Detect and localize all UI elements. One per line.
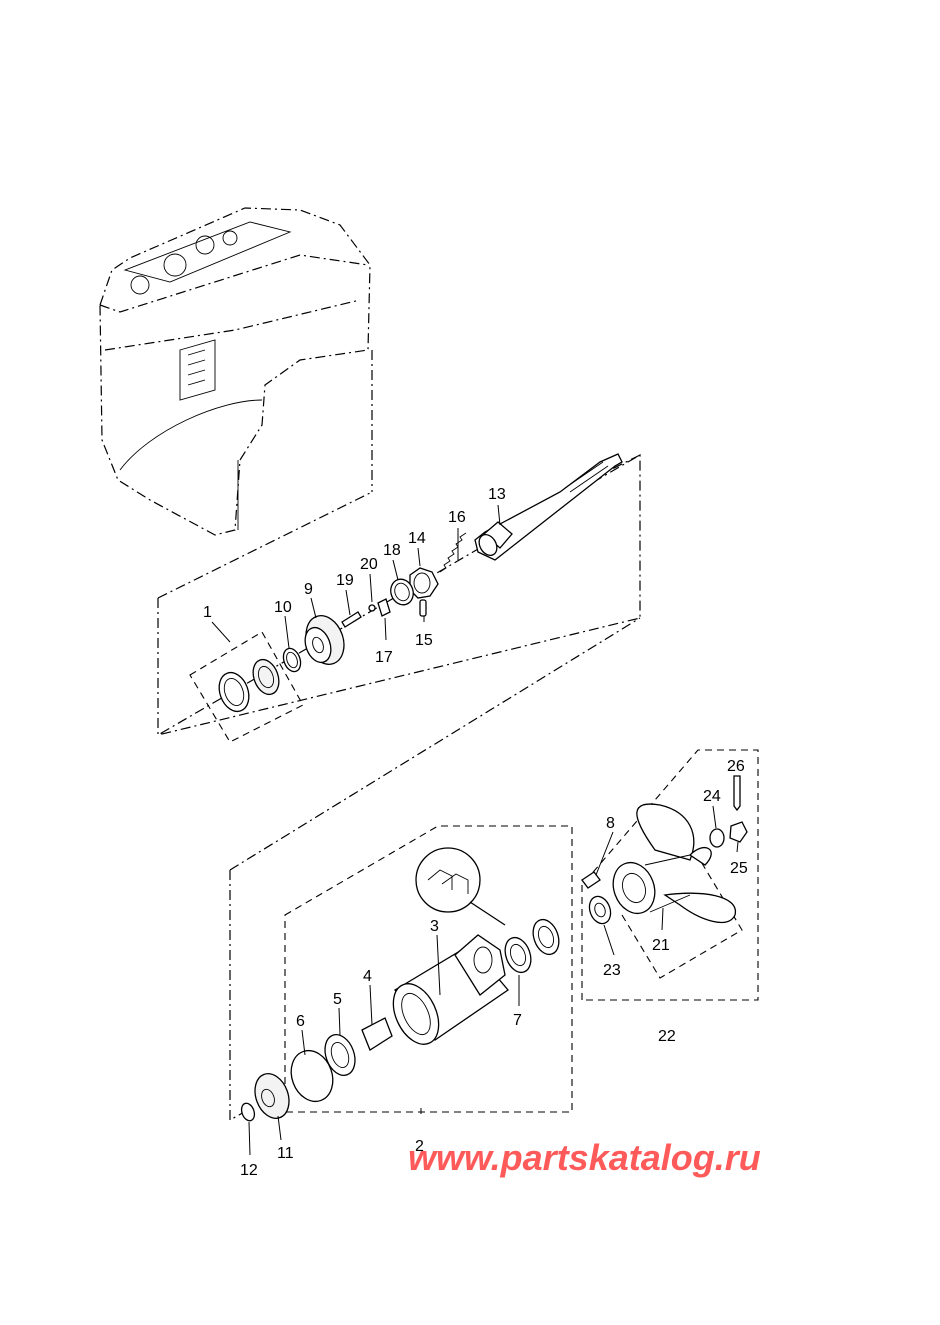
pin-19 [341,611,362,628]
spacer-23 [588,895,612,925]
lower-unit-housing [99,207,371,536]
callout-25: 25 [730,860,748,877]
propeller [612,803,736,924]
reverse-gear [254,1073,290,1119]
callout-10: 10 [274,599,292,616]
callout-19: 19 [336,572,354,589]
shift-plunger [377,598,391,617]
callout-8: 8 [606,815,615,832]
washer-12 [240,1102,256,1122]
cotter-pin [733,775,741,812]
callout-12: 12 [240,1162,258,1179]
forward-gear [304,615,345,665]
ball-20 [368,604,376,612]
needle-bearing [361,1017,393,1051]
callout-1: 1 [203,604,212,621]
callout-13: 13 [488,486,506,503]
bearing-housing [392,934,509,1045]
callout-11: 11 [277,1145,294,1162]
callout-21: 21 [652,937,670,954]
nut-25 [729,821,748,843]
part21-group-box [621,859,743,979]
callout-26: 26 [727,758,745,775]
callout-22: 22 [658,1028,676,1045]
callout-23: 23 [603,962,621,979]
callout-18: 18 [383,542,401,559]
callout-15: 15 [415,632,433,649]
callout-2: 2 [415,1138,424,1155]
callout-16: 16 [448,509,466,526]
callout-4: 4 [363,968,372,985]
callout-5: 5 [333,991,342,1008]
callout-17: 17 [375,649,393,666]
callout-20: 20 [360,556,378,573]
callout-24: 24 [703,788,721,805]
callout-9: 9 [304,581,313,598]
ball-bearing-7 [504,918,560,974]
pin-15 [419,599,427,617]
callout-3: 3 [430,918,439,935]
o-ring [290,1049,334,1103]
spring [439,532,467,573]
taper-roller-bearing [218,658,280,713]
clutch-dog [409,567,439,599]
screw-8 [581,871,601,889]
ball-bearing-5 [324,1034,356,1076]
detail-bubble [415,847,506,926]
shim-10 [282,647,302,673]
washer-24 [709,828,725,848]
callouts: 1 10 9 19 20 18 14 16 13 15 17 8 3 4 5 6… [203,486,748,1179]
callout-6: 6 [296,1013,305,1030]
drive-shaft [474,453,623,561]
callout-7: 7 [513,1012,522,1029]
watermark: www.partskatalog.ru [408,1137,761,1178]
part2-group-box [284,825,573,1113]
callout-14: 14 [408,530,426,547]
leader-lines [211,504,739,1156]
